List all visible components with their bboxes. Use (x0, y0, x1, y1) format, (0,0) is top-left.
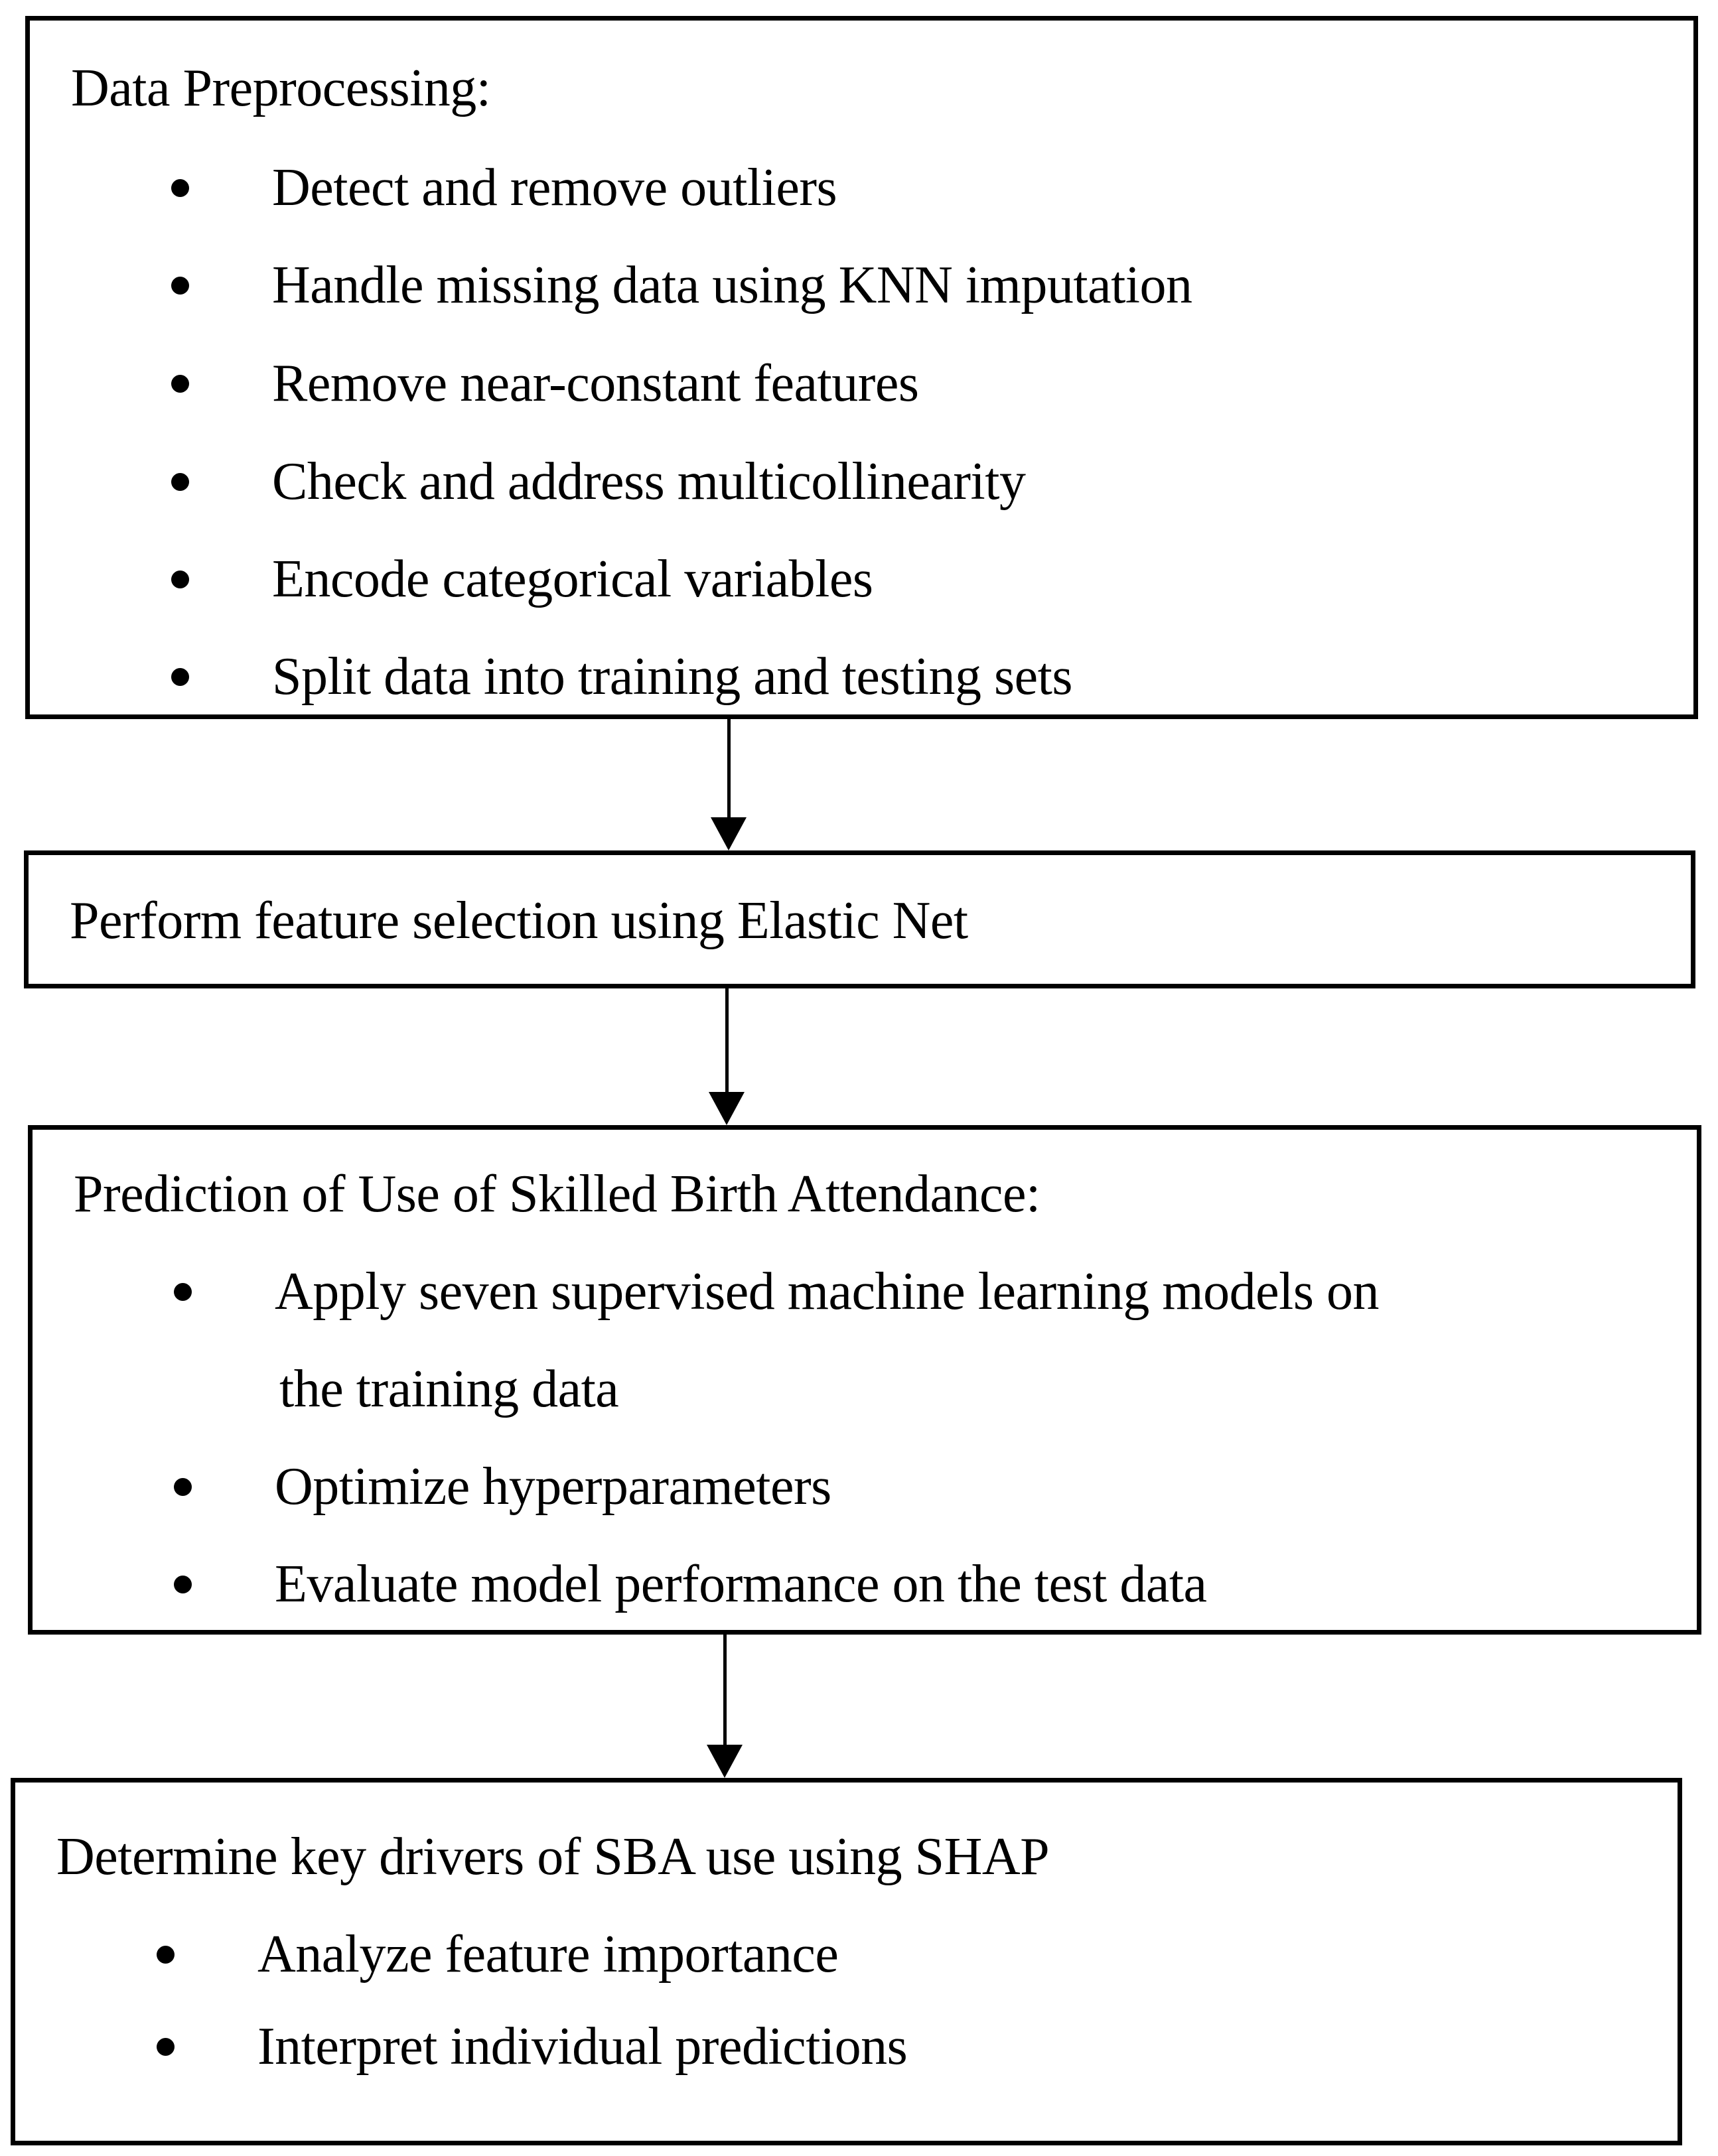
flow-arrow-down-2 (709, 988, 745, 1125)
bullet-icon (174, 1282, 192, 1301)
bullet-item: Remove near-constant features (30, 347, 1693, 420)
bullet-icon (157, 2037, 175, 2056)
bullet-text: Split data into training and testing set… (272, 647, 1073, 706)
bullet-item: Apply seven supervised machine learning … (33, 1255, 1697, 1328)
box-title-row: Determine key drivers of SBA use using S… (15, 1820, 1678, 1893)
box-title-row: Perform feature selection using Elastic … (29, 884, 1691, 957)
box-feature-selection: Perform feature selection using Elastic … (24, 850, 1695, 988)
bullet-icon (171, 178, 189, 197)
bullet-text: Interpret individual predictions (257, 2017, 908, 2076)
box-title: Prediction of Use of Skilled Birth Atten… (74, 1165, 1040, 1223)
bullet-icon (171, 667, 189, 686)
bullet-text: Check and address multicollinearity (272, 452, 1026, 511)
arrow-stem (725, 988, 729, 1095)
bullet-text: Remove near-constant features (272, 354, 919, 413)
box-shap-analysis: Determine key drivers of SBA use using S… (11, 1778, 1682, 2145)
bullet-continuation: the training data (33, 1353, 1697, 1426)
arrow-head-icon (709, 1092, 745, 1125)
bullet-icon (171, 374, 189, 393)
bullet-icon (174, 1575, 192, 1593)
bullet-item: Analyze feature importance (15, 1918, 1678, 1991)
bullet-item: Optimize hyperparameters (33, 1450, 1697, 1523)
bullet-item: Interpret individual predictions (15, 2010, 1678, 2083)
bullet-icon (171, 276, 189, 295)
box-title: Determine key drivers of SBA use using S… (56, 1828, 1050, 1886)
bullet-text: Optimize hyperparameters (275, 1457, 831, 1516)
box-data-preprocessing: Data Preprocessing: Detect and remove ou… (25, 16, 1698, 719)
bullet-text: Detect and remove outliers (272, 159, 837, 217)
bullet-text: Encode categorical variables (272, 550, 873, 608)
bullet-item: Detect and remove outliers (30, 151, 1693, 224)
bullet-text: Apply seven supervised machine learning … (275, 1262, 1379, 1321)
flow-arrow-down-3 (707, 1635, 743, 1778)
bullet-icon (171, 472, 189, 491)
bullet-item: Handle missing data using KNN imputation (30, 249, 1693, 322)
bullet-icon (157, 1945, 175, 1964)
box-title: Perform feature selection using Elastic … (70, 892, 968, 950)
box-sba-prediction: Prediction of Use of Skilled Birth Atten… (28, 1125, 1701, 1635)
bullet-item: Check and address multicollinearity (30, 445, 1693, 518)
arrow-stem (727, 719, 731, 820)
arrow-stem (723, 1635, 727, 1747)
bullet-text: the training data (279, 1360, 619, 1418)
arrow-head-icon (707, 1745, 743, 1778)
box-title: Data Preprocessing: (71, 59, 491, 117)
flow-arrow-down-1 (711, 719, 747, 850)
bullet-item: Split data into training and testing set… (30, 640, 1693, 713)
box-title-row: Data Preprocessing: (30, 52, 1693, 125)
arrow-head-icon (711, 817, 747, 850)
bullet-text: Handle missing data using KNN imputation (272, 256, 1192, 314)
bullet-icon (174, 1477, 192, 1496)
bullet-text: Analyze feature importance (257, 1925, 839, 1984)
bullet-text: Evaluate model performance on the test d… (275, 1555, 1207, 1613)
bullet-item: Encode categorical variables (30, 543, 1693, 616)
box-title-row: Prediction of Use of Skilled Birth Atten… (33, 1158, 1697, 1231)
bullet-icon (171, 570, 189, 588)
bullet-item: Evaluate model performance on the test d… (33, 1548, 1697, 1621)
